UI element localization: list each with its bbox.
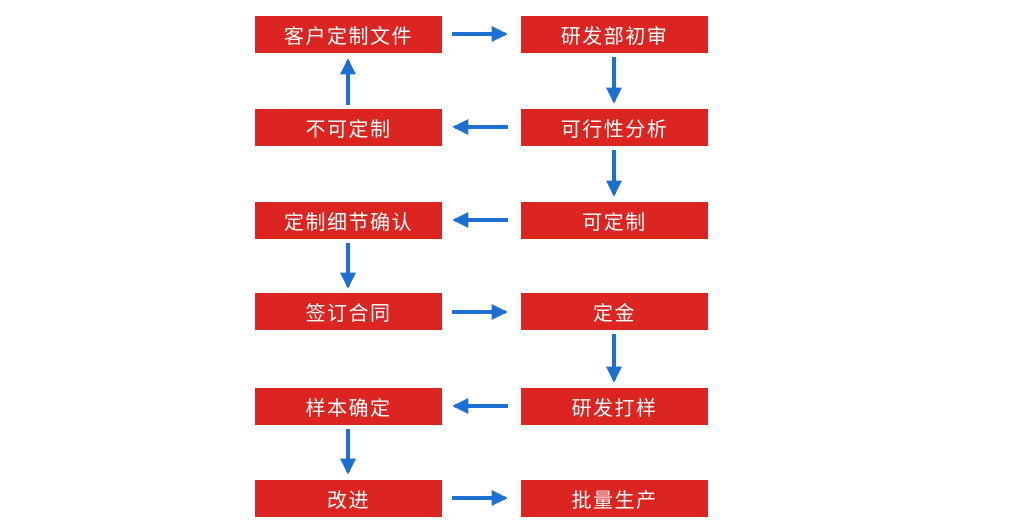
node-improve: 改进 [255, 480, 442, 517]
node-feasibility-analysis: 可行性分析 [521, 109, 708, 146]
node-customizable: 可定制 [521, 202, 708, 239]
node-not-customizable: 不可定制 [255, 109, 442, 146]
node-custom-details-confirm: 定制细节确认 [255, 202, 442, 239]
node-sample-confirm: 样本确定 [255, 388, 442, 425]
node-customer-custom-file: 客户定制文件 [255, 16, 442, 53]
node-mass-production: 批量生产 [521, 480, 708, 517]
node-sign-contract: 签订合同 [255, 293, 442, 330]
node-rd-sampling: 研发打样 [521, 388, 708, 425]
node-deposit: 定金 [521, 293, 708, 330]
node-rd-initial-review: 研发部初审 [521, 16, 708, 53]
